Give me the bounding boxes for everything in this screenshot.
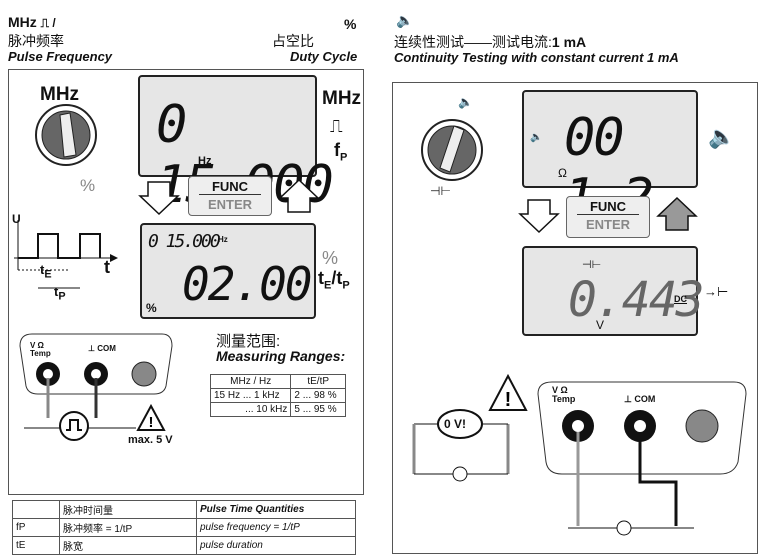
speaker-icon: 🔈 <box>396 12 414 28</box>
diode-icon: ⊣⊢ <box>430 184 451 198</box>
right-header-en: Continuity Testing with constant current… <box>394 50 679 65</box>
right-lcd-1: 🔈 00 1.2 Ω <box>522 90 698 228</box>
right-arrow-down-icon <box>518 199 560 234</box>
pulse-t-label: t <box>104 257 110 277</box>
svg-text:!: ! <box>149 414 154 431</box>
range-header-2: tE/tP <box>290 374 346 389</box>
right-speaker-icon: 🔈 <box>708 124 736 149</box>
left-header-pct: % <box>344 16 357 32</box>
right-lcd2-dc: DC <box>674 294 687 304</box>
left-jack-panel <box>19 333 173 441</box>
left-dial-label-pct: % <box>80 176 96 195</box>
right-lcd2-unit: V <box>596 318 605 332</box>
left-header-mhz: MHz ⎍ / <box>8 14 56 30</box>
left-jack-com-label: ⊥ COM <box>88 344 116 353</box>
range-en: Measuring Ranges: <box>216 348 346 364</box>
left-header-cn: 脉冲频率 <box>8 33 64 49</box>
left-lcd2-side-pct: % <box>322 248 339 268</box>
left-lcd2-side-label: tE/tP <box>318 268 350 292</box>
right-header-cn: 连续性测试——测试电流:1 mA <box>394 34 587 50</box>
pulse-te-label: tE <box>40 262 52 281</box>
rotary-dial[interactable] <box>34 103 98 167</box>
lcd-diode-icon: ⊣⊢ <box>582 259 602 271</box>
range-cn: 测量范围: <box>216 333 281 350</box>
right-arrow-up-icon <box>656 196 698 231</box>
left-lcd2-small: 0 15.000 <box>148 231 221 252</box>
arrow-down-icon <box>138 181 180 216</box>
arrow-up-icon <box>278 178 320 213</box>
left-dial-label-top: MHz <box>40 84 80 105</box>
left-header-duty-cn: 占空比 <box>272 33 314 49</box>
right-lcd2-value: 0.443 <box>568 272 704 328</box>
right-lcd1-unit: Ω <box>558 166 567 180</box>
right-diode-icon: →⊢ <box>704 284 729 299</box>
pulse-u-label: U <box>12 212 21 226</box>
left-lcd1-side: MHz <box>322 88 362 109</box>
warning-icon: ! <box>136 404 166 431</box>
left-lcd2-value: 02.00 <box>182 257 312 311</box>
left-header-en: Pulse Frequency <box>8 49 113 64</box>
right-rotary-dial[interactable] <box>420 118 484 182</box>
left-lcd2-pct: % <box>146 301 157 315</box>
pulse-diagram <box>14 220 118 289</box>
left-lcd-1: 0 15.000 Hz <box>138 75 334 215</box>
lcd-speaker-icon: 🔈 <box>530 132 543 143</box>
left-lcd2-small-unit: Hz <box>218 235 228 244</box>
left-lcd-2: 0 15.000 Hz 02.00 % <box>140 223 316 319</box>
right-dial-speaker-icon: 🔈 <box>458 95 473 109</box>
svg-text:!: ! <box>505 389 512 411</box>
range-header-1: MHz / Hz <box>209 374 292 389</box>
pulse-tp-label: tP <box>54 284 66 303</box>
pulse-symbol-icon: ⎍ <box>330 116 343 136</box>
right-jack-diagram: ! <box>412 374 747 536</box>
warn-text: max. 5 V <box>128 434 173 446</box>
left-lcd1-unit: Hz <box>198 155 212 167</box>
ov-text: 0 V! <box>444 417 467 431</box>
left-lcd1-fp: fP <box>334 140 348 164</box>
left-header-duty-en: Duty Cycle <box>290 49 358 64</box>
right-lcd-2: ⊣⊢ 0.443 V DC <box>522 246 704 336</box>
right-jack-com-label: ⊥ COM <box>624 394 656 404</box>
